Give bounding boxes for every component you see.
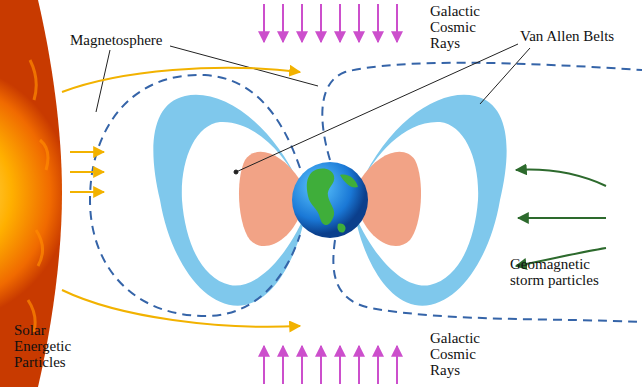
magnetosphere-boundary xyxy=(90,63,642,322)
cosmic-ray-arrow xyxy=(264,4,397,384)
storm-particle-arrow xyxy=(516,170,606,266)
earth xyxy=(292,162,368,238)
label-text: Geomagnetic storm particles xyxy=(510,256,622,288)
solar-particle-arrow xyxy=(62,68,300,327)
label-text: Solar Energetic Particles xyxy=(14,322,94,370)
inner-belt xyxy=(360,152,421,246)
inner-belt xyxy=(239,152,300,246)
label-text: Galactic Cosmic Rays xyxy=(430,3,500,51)
outer-belt xyxy=(355,95,507,306)
label-text: Van Allen Belts xyxy=(520,28,638,44)
label-text: Galactic Cosmic Rays xyxy=(430,330,500,378)
leader-line xyxy=(96,44,530,174)
label-text: Magnetosphere xyxy=(70,32,190,48)
